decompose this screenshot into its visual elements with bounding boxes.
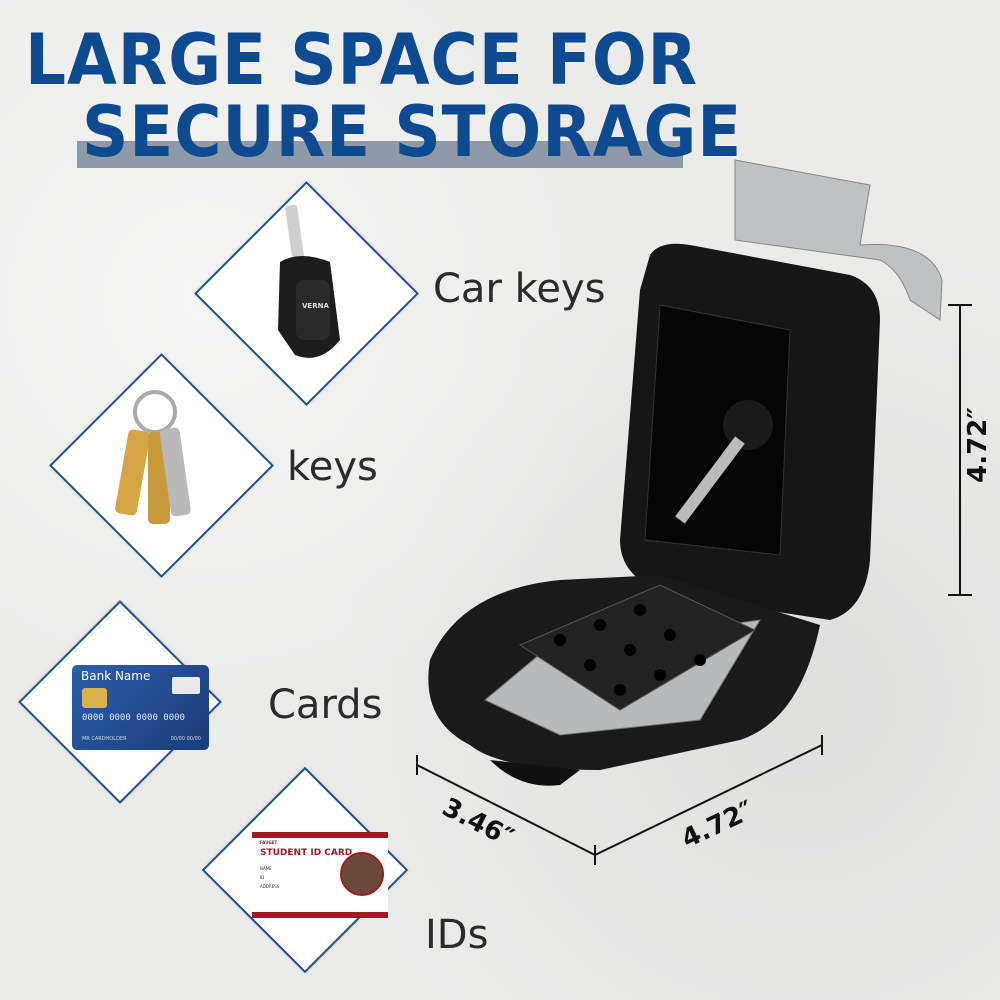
bank-name: Bank Name [81, 669, 151, 683]
dimension-height: 4.72″ [962, 407, 993, 483]
id-title: STUDENT ID CARD [260, 848, 353, 858]
card-hologram [172, 677, 200, 694]
label-ids: IDs [425, 912, 489, 958]
card-chip [82, 688, 107, 708]
dimension-lines [416, 304, 972, 865]
id-brand: FAUGET [260, 840, 278, 845]
card-holder: MR CARDHOLDER [82, 736, 127, 742]
bank-card-icon: Bank Name 0000 0000 0000 0000 MR CARDHOL… [72, 665, 209, 750]
label-cards: Cards [268, 682, 383, 728]
headline-line-2: SECURE STORAGE [82, 91, 743, 173]
card-number: 0000 0000 0000 0000 [82, 713, 185, 723]
id-photo [340, 852, 384, 896]
label-keys: keys [287, 444, 378, 490]
card-expiry: 00/00 00/00 [170, 736, 201, 742]
headline-underline-bar [77, 141, 683, 168]
label-car-keys: Car keys [433, 266, 606, 312]
headline-line-1: LARGE SPACE FOR [25, 19, 699, 101]
fob-brand-text: VERNA [302, 302, 329, 310]
